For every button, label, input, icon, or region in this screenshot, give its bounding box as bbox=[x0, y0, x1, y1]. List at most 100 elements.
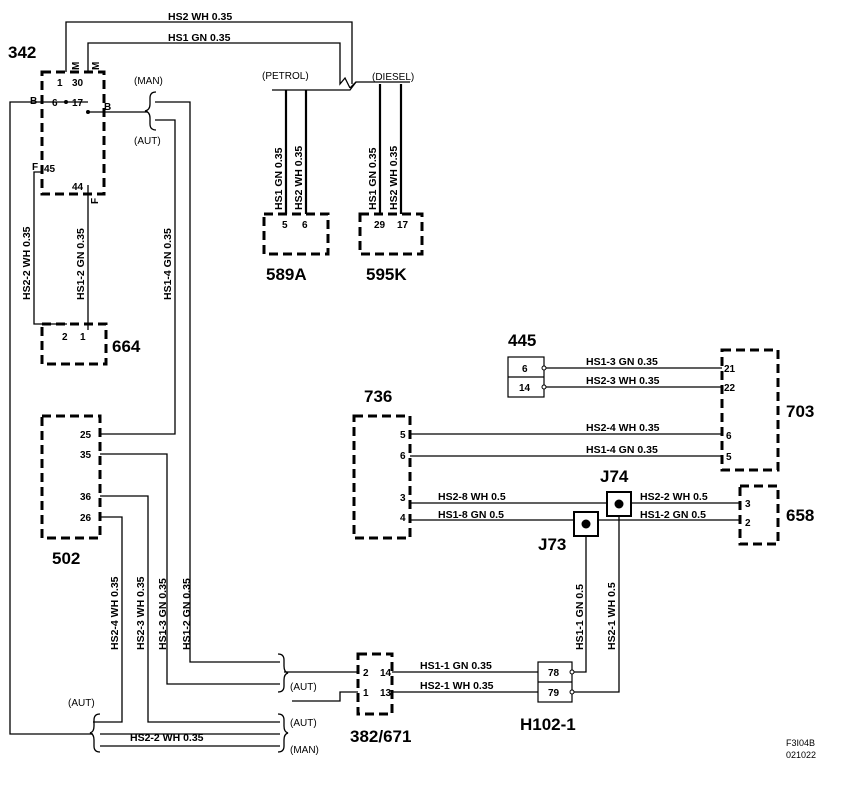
label-f2: F bbox=[90, 198, 101, 204]
box-703 bbox=[720, 348, 780, 472]
label-hs1-top: HS1 GN 0.35 bbox=[168, 32, 231, 44]
brackets bbox=[89, 91, 289, 753]
label-p589-5: 5 bbox=[282, 220, 288, 231]
label-p445-14: 14 bbox=[519, 383, 531, 394]
label-p595-17: 17 bbox=[397, 220, 409, 231]
label-p342-6: 6 bbox=[52, 98, 58, 109]
label-j74: J74 bbox=[600, 467, 629, 486]
label-hs1-8: HS1-8 GN 0.5 bbox=[438, 509, 504, 521]
label-664: 664 bbox=[112, 337, 141, 356]
label-hs2-1v: HS2-1 WH 0.5 bbox=[606, 582, 618, 650]
label-man-top: (MAN) bbox=[134, 76, 163, 87]
box-736 bbox=[352, 414, 412, 540]
label-p703-6: 6 bbox=[726, 431, 732, 442]
connector-flags: M M B B F F bbox=[30, 62, 111, 204]
label-p342-44: 44 bbox=[72, 182, 84, 193]
label-hs1-2a: HS1-2 GN 0.35 bbox=[75, 228, 87, 300]
label-hs1-2v: HS1-2 GN 0.35 bbox=[181, 578, 193, 650]
label-p703-22: 22 bbox=[724, 383, 736, 394]
label-hs1-1v: HS1-1 GN 0.5 bbox=[574, 584, 586, 650]
label-aut-mid: (AUT) bbox=[290, 682, 317, 693]
label-736: 736 bbox=[364, 387, 392, 406]
box-382 bbox=[356, 652, 394, 716]
label-p664-1: 1 bbox=[80, 332, 86, 343]
label-p658-2: 2 bbox=[745, 518, 751, 529]
label-p589-6: 6 bbox=[302, 220, 308, 231]
label-aut-top: (AUT) bbox=[134, 136, 161, 147]
label-703: 703 bbox=[786, 402, 814, 421]
label-p502-25: 25 bbox=[80, 430, 92, 441]
label-p736-5: 5 bbox=[400, 430, 406, 441]
figure-reference: F3I04B 021022 bbox=[786, 738, 816, 760]
label-b1: B bbox=[30, 96, 37, 107]
label-aut-low: (AUT) bbox=[290, 718, 317, 729]
label-hs2-3v: HS2-3 WH 0.35 bbox=[135, 576, 147, 650]
label-j73: J73 bbox=[538, 535, 566, 554]
label-h102: H102-1 bbox=[520, 715, 576, 734]
label-hs2-top: HS2 WH 0.35 bbox=[168, 11, 232, 23]
pin-numbers: 1 30 6 17 45 44 5 6 29 17 2 1 6 14 21 22… bbox=[44, 78, 751, 699]
box-589a bbox=[262, 212, 330, 256]
wire-labels-horizontal: HS2 WH 0.35 HS1 GN 0.35 HS1-3 GN 0.35 HS… bbox=[130, 11, 708, 744]
label-hs2-4v: HS2-4 WH 0.35 bbox=[109, 576, 121, 650]
variant-notes: (MAN) (AUT) (PETROL) (DIESEL) (AUT) (AUT… bbox=[68, 71, 414, 756]
label-p664-2: 2 bbox=[62, 332, 68, 343]
label-hs1-589: HS1 GN 0.35 bbox=[273, 147, 285, 210]
label-589a: 589A bbox=[266, 265, 307, 284]
label-p342-17: 17 bbox=[72, 98, 84, 109]
label-p502-35: 35 bbox=[80, 450, 92, 461]
label-hs2-8: HS2-8 WH 0.5 bbox=[438, 491, 506, 503]
label-diesel: (DIESEL) bbox=[372, 72, 414, 83]
label-hs2-1h: HS2-1 WH 0.35 bbox=[420, 680, 494, 692]
label-m1: M bbox=[71, 62, 82, 70]
label-342: 342 bbox=[8, 43, 36, 62]
label-p342-45: 45 bbox=[44, 164, 56, 175]
component-numbers: 342 589A 595K 664 445 703 736 502 658 38… bbox=[8, 43, 814, 746]
label-445: 445 bbox=[508, 331, 536, 350]
label-date: 021022 bbox=[786, 750, 816, 760]
label-p502-26: 26 bbox=[80, 513, 92, 524]
label-658: 658 bbox=[786, 506, 814, 525]
label-p342-30: 30 bbox=[72, 78, 84, 89]
label-hs1-4v: HS1-4 GN 0.35 bbox=[162, 228, 174, 300]
label-hs1-2b: HS1-2 GN 0.5 bbox=[640, 509, 706, 521]
label-hs2-595: HS2 WH 0.35 bbox=[388, 146, 400, 210]
label-hs2-2b: HS2-2 WH 0.5 bbox=[640, 491, 708, 503]
label-p382-2: 2 bbox=[363, 668, 369, 679]
label-hs2-2: HS2-2 WH 0.35 bbox=[21, 226, 33, 300]
label-code: F3I04B bbox=[786, 738, 815, 748]
box-342 bbox=[40, 70, 106, 196]
label-ph-79: 79 bbox=[548, 688, 560, 699]
label-hs2-3h: HS2-3 WH 0.35 bbox=[586, 375, 660, 387]
label-man-low: (MAN) bbox=[290, 745, 319, 756]
label-p382-13: 13 bbox=[380, 688, 392, 699]
splices bbox=[541, 365, 632, 695]
label-p382-14: 14 bbox=[380, 668, 392, 679]
label-p703-21: 21 bbox=[724, 364, 736, 375]
label-p736-3: 3 bbox=[400, 493, 406, 504]
label-aut-left: (AUT) bbox=[68, 698, 95, 709]
box-658 bbox=[738, 484, 780, 546]
label-p342-1: 1 bbox=[57, 78, 63, 89]
label-hs1-595: HS1 GN 0.35 bbox=[367, 147, 379, 210]
label-petrol: (PETROL) bbox=[262, 71, 309, 82]
label-hs1-3h: HS1-3 GN 0.35 bbox=[586, 356, 658, 368]
label-p658-3: 3 bbox=[745, 499, 751, 510]
label-m2: M bbox=[91, 62, 102, 70]
label-595k: 595K bbox=[366, 265, 407, 284]
label-f1: F bbox=[32, 162, 38, 173]
label-hs1-1h: HS1-1 GN 0.35 bbox=[420, 660, 492, 672]
label-p502-36: 36 bbox=[80, 492, 92, 503]
component-boxes bbox=[40, 70, 780, 716]
wires bbox=[9, 21, 740, 747]
label-ph-78: 78 bbox=[548, 668, 560, 679]
label-hs1-3v: HS1-3 GN 0.35 bbox=[157, 578, 169, 650]
label-b2: B bbox=[104, 102, 111, 113]
box-502 bbox=[40, 414, 102, 540]
label-hs2-2h: HS2-2 WH 0.35 bbox=[130, 732, 204, 744]
label-p703-5: 5 bbox=[726, 452, 732, 463]
label-p736-4: 4 bbox=[400, 513, 406, 524]
label-382: 382/671 bbox=[350, 727, 411, 746]
label-p382-1: 1 bbox=[363, 688, 369, 699]
